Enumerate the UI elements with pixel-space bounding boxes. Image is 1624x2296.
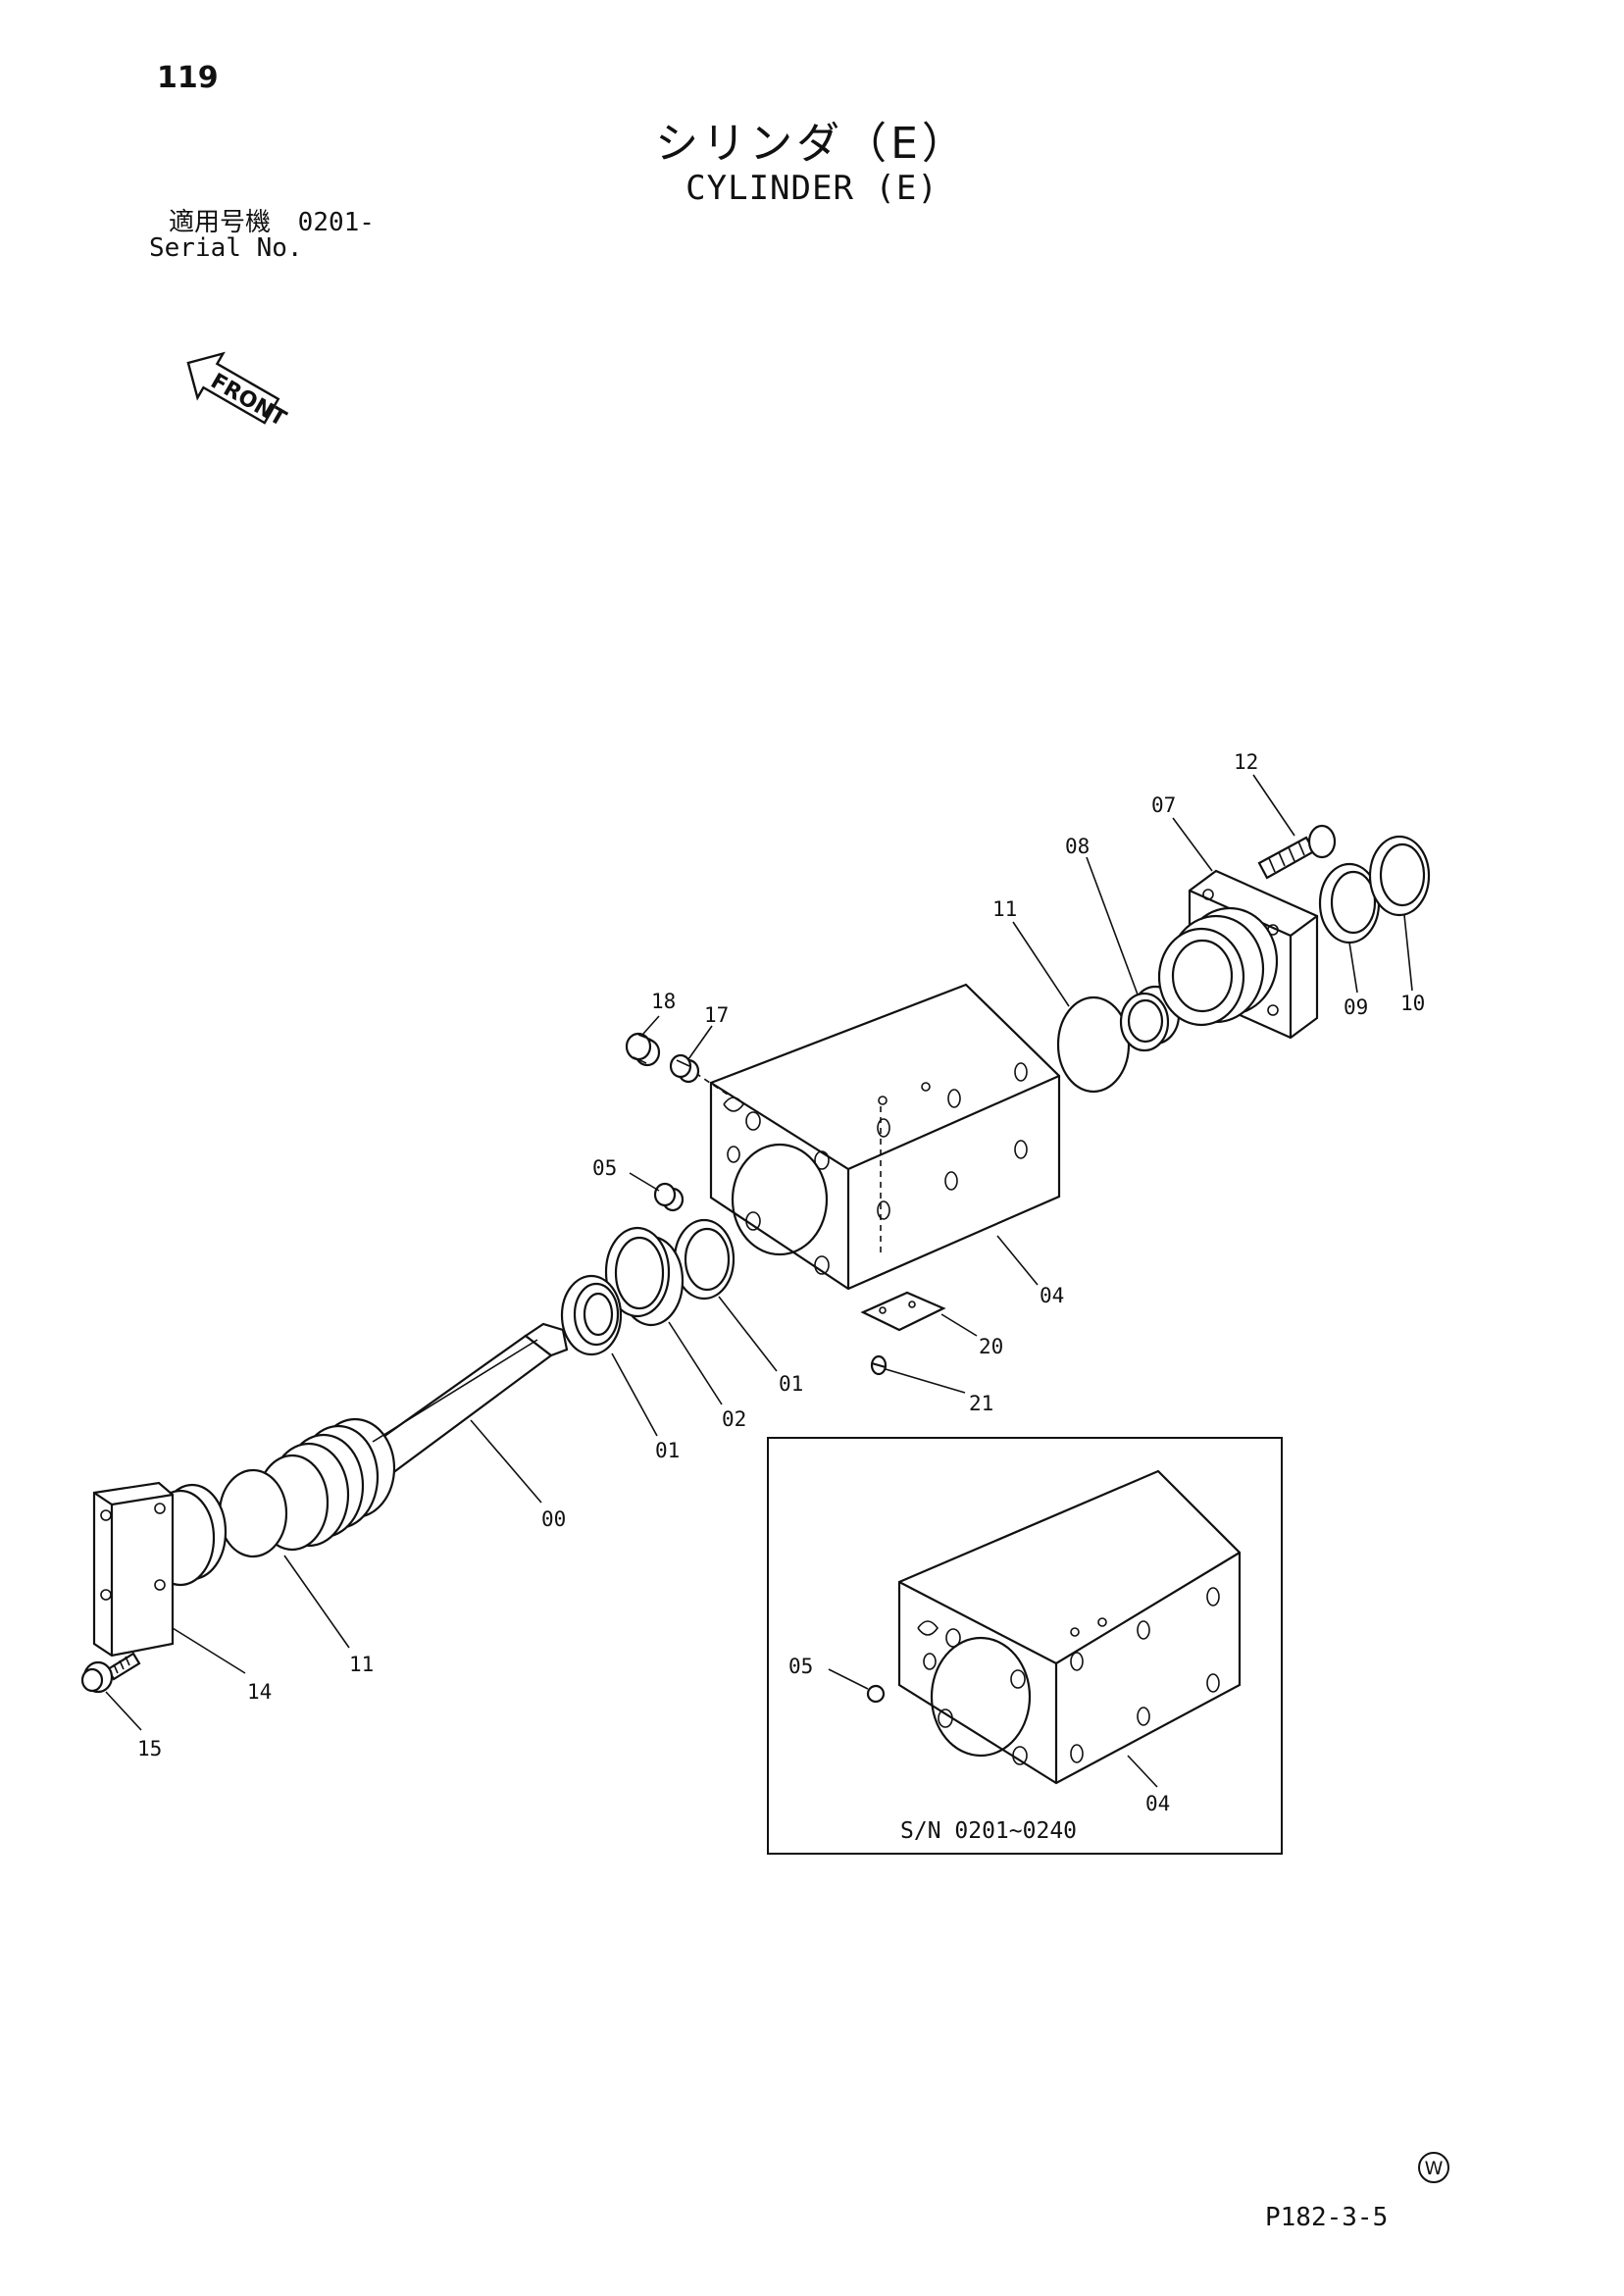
callout-02: 02 xyxy=(722,1407,746,1431)
inset-orifice-05 xyxy=(866,1684,886,1704)
serial-label-en: Serial No. xyxy=(149,233,303,263)
o-ring-11-upper xyxy=(1056,995,1131,1094)
bolt-12 xyxy=(1257,824,1337,880)
inset-callout-04: 04 xyxy=(1145,1792,1170,1815)
bolt-15 xyxy=(80,1652,141,1694)
plate-20 xyxy=(860,1291,946,1332)
w-mark-letter: W xyxy=(1425,2158,1444,2179)
leader-lines xyxy=(105,774,1413,1731)
dust-seal-10 xyxy=(1368,835,1431,917)
seal-01-lower xyxy=(560,1274,623,1356)
serial-block: 適用号機 0201- Serial No. xyxy=(149,210,375,261)
cylinder-body-04 xyxy=(685,983,1061,1291)
w-circle-mark-icon: W xyxy=(1418,2152,1449,2183)
callout-20: 20 xyxy=(979,1335,1003,1358)
o-ring-11-lower xyxy=(218,1468,288,1558)
inset-callout-05: 05 xyxy=(788,1655,813,1678)
callout-07: 07 xyxy=(1151,793,1176,817)
plug-17 xyxy=(669,1053,700,1084)
piston-rod-00 xyxy=(255,1322,569,1552)
applicable-serial-row: 適用号機 0201- xyxy=(149,210,375,235)
callout-18: 18 xyxy=(651,990,676,1013)
figure-code: P182-3-5 xyxy=(1265,2203,1389,2232)
callout-11-bottom: 11 xyxy=(349,1653,374,1676)
callout-12: 12 xyxy=(1234,750,1258,774)
callout-09: 09 xyxy=(1344,995,1368,1019)
page-number: 119 xyxy=(157,61,219,95)
page-title-english: CYLINDER (E) xyxy=(685,169,939,208)
callout-labels: 12 07 08 11 09 10 18 17 05 04 20 21 01 0… xyxy=(137,750,1425,1760)
callout-17: 17 xyxy=(704,1003,729,1027)
page-title-japanese: シリンダ（E） xyxy=(655,119,969,169)
callout-04: 04 xyxy=(1040,1284,1064,1307)
plug-18 xyxy=(625,1032,661,1067)
callout-00: 00 xyxy=(541,1507,566,1531)
callout-10: 10 xyxy=(1400,992,1425,1015)
front-arrow-icon: FRONT xyxy=(186,351,290,432)
callout-01-upper: 01 xyxy=(779,1372,803,1396)
callout-05: 05 xyxy=(592,1156,617,1180)
applicable-label-jp: 適用号機 xyxy=(169,208,272,237)
rod-cover-07 xyxy=(1157,869,1319,1040)
callout-11-top: 11 xyxy=(992,897,1017,921)
inset-cylinder-body-04 xyxy=(897,1469,1242,1785)
ring-02 xyxy=(604,1226,685,1327)
callout-01-lower: 01 xyxy=(655,1439,680,1462)
applicable-serial-value: 0201- xyxy=(297,208,375,237)
orifice-05 xyxy=(653,1182,685,1212)
inset-serial-caption: S/N 0201~0240 xyxy=(900,1818,1077,1844)
inset-variant-box: 05 04 S/N 0201~0240 xyxy=(767,1437,1283,1855)
callout-14: 14 xyxy=(247,1680,272,1704)
cover-14 xyxy=(92,1481,228,1658)
callout-21: 21 xyxy=(969,1392,993,1415)
callout-08: 08 xyxy=(1065,835,1090,858)
seal-01-upper xyxy=(673,1218,736,1301)
screw-21 xyxy=(870,1354,888,1376)
callout-15: 15 xyxy=(137,1737,162,1760)
